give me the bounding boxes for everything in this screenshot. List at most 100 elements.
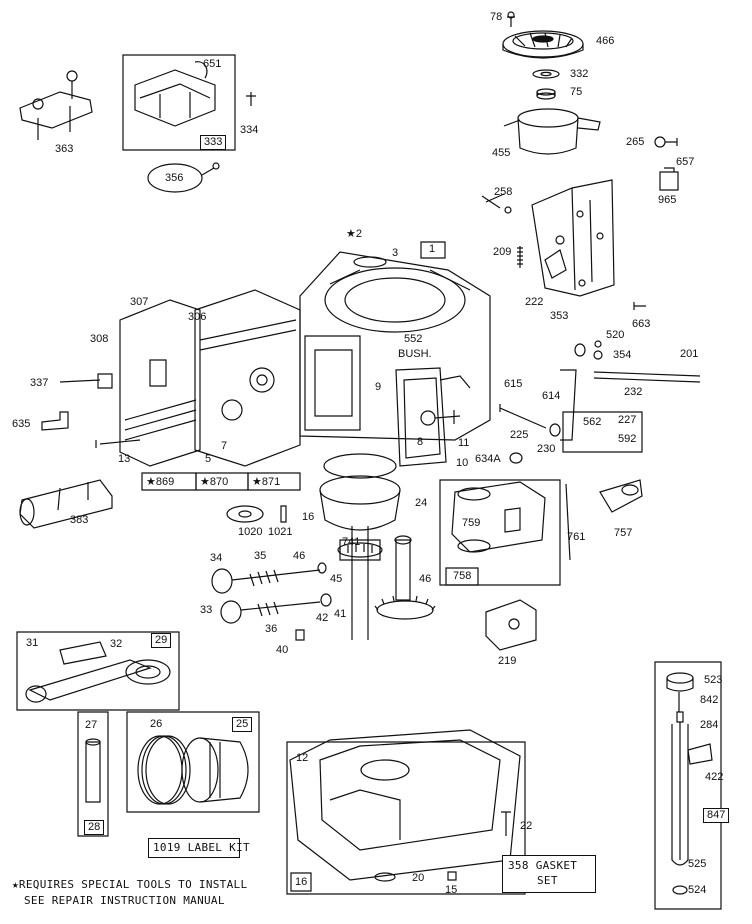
kit-tag-869: ★869 [146, 476, 175, 488]
part-label-354: 354 [613, 349, 632, 361]
part-label-552: 552 [404, 333, 423, 345]
bushing-353 [575, 344, 585, 356]
breather-651 [135, 62, 215, 126]
part-label-353: 353 [550, 310, 569, 322]
part-label-32: 32 [110, 638, 123, 650]
plug-15 [448, 872, 456, 880]
kit-box-227 [563, 412, 642, 452]
part-label-422: 422 [705, 771, 724, 783]
kit-box-847-frame [655, 662, 721, 909]
part-label-5: 5 [205, 453, 212, 465]
gasket-356 [148, 163, 219, 192]
lever-614 [560, 370, 576, 440]
part-label-757: 757 [614, 527, 633, 539]
spring-209 [517, 246, 523, 268]
kit-box-758 [446, 568, 478, 585]
part-label-9: 9 [375, 381, 382, 393]
flywheel-cup-455 [504, 109, 600, 154]
part-label-363: 363 [55, 143, 74, 155]
part-label-741: 741 [342, 536, 361, 548]
kit-tag-1: 1 [429, 243, 436, 255]
part-label-651: 651 [203, 58, 222, 70]
part-label-332: 332 [570, 68, 589, 80]
part-label-3: 3 [392, 247, 399, 259]
gear-741 [338, 543, 382, 557]
breather-plate [396, 368, 470, 466]
kit-tag-847: 847 [703, 808, 730, 823]
part-label-337: 337 [30, 377, 49, 389]
part-label-265: 265 [626, 136, 645, 148]
part-label-20: 20 [412, 872, 425, 884]
part-label-22: 22 [520, 820, 533, 832]
screw-258 [482, 194, 511, 213]
piston [182, 738, 248, 802]
part-label-40: 40 [276, 644, 289, 656]
screw-78 [507, 12, 515, 27]
governor-arm-759 [452, 482, 545, 552]
part-label-284: 284 [700, 719, 719, 731]
kit-tag-871: ★871 [252, 476, 281, 488]
nut-265 [655, 137, 677, 147]
part-label-230: 230 [537, 443, 556, 455]
part-label-965: 965 [658, 194, 677, 206]
bracket-219 [486, 600, 536, 650]
part-label-761: 761 [567, 531, 586, 543]
dipstick-523 [667, 673, 693, 860]
spacer-75 [537, 89, 555, 99]
rocker-757 [600, 480, 642, 512]
kit-tag-16: 16 [295, 876, 308, 888]
part-label-657: 657 [676, 156, 695, 168]
tappet-40 [296, 630, 304, 640]
muffler-383 [20, 480, 112, 528]
kit-tag-28: 28 [84, 820, 105, 835]
cylinder-head-right [195, 290, 300, 466]
camshaft [375, 536, 435, 619]
part-label-45: 45 [330, 573, 343, 585]
part-label-10: 10 [456, 457, 469, 469]
tube-525 [672, 724, 688, 865]
part-label-232: 232 [624, 386, 643, 398]
nut-354 [594, 341, 602, 359]
part-label-13: 13 [118, 453, 131, 465]
part-label-225: 225 [510, 429, 529, 441]
kit-box-28-frame [78, 712, 108, 836]
part-label-78: 78 [490, 11, 503, 23]
part-label-520: 520 [606, 329, 625, 341]
part-label-33: 33 [200, 604, 213, 616]
part-label-306: 306 [188, 311, 207, 323]
key-1021 [281, 506, 286, 522]
kit-box-1 [421, 242, 445, 258]
grommet-524 [673, 886, 687, 894]
connecting-rod [26, 642, 170, 702]
part-label-759: 759 [462, 517, 481, 529]
part-label-562: 562 [583, 416, 602, 428]
washer-332 [533, 70, 559, 78]
kit-box-25-frame [127, 712, 259, 812]
spark-plug-337 [60, 374, 112, 388]
part-label-307: 307 [130, 296, 149, 308]
part-label-7: 7 [221, 440, 228, 452]
lever-615 [500, 404, 546, 428]
part-label-27: 27 [85, 719, 98, 731]
part-label-592: 592 [618, 433, 637, 445]
part-label-308: 308 [90, 333, 109, 345]
part-label-11: 11 [458, 437, 470, 449]
part-label-614: 614 [542, 390, 561, 402]
kit-tag-29: 29 [151, 633, 172, 648]
part-label-12: 12 [296, 752, 309, 764]
part-label-2: ★2 [346, 228, 362, 240]
part-label-634a: 634A [475, 453, 501, 465]
label-kit-text: 1019 LABEL KIT [153, 841, 250, 854]
control-bracket-222 [532, 180, 614, 296]
part-label-46b: 46 [419, 573, 432, 585]
bushing-label: BUSH. [398, 348, 432, 360]
part-label-34: 34 [210, 552, 223, 564]
blower-housing-screen [503, 31, 583, 58]
part-label-46a: 46 [293, 550, 306, 562]
shaft-761 [566, 484, 570, 560]
kit-tag-227: 227 [618, 414, 637, 426]
part-label-524: 524 [688, 884, 707, 896]
bracket-422 [688, 744, 712, 764]
exhaust-valve-34 [212, 563, 326, 593]
